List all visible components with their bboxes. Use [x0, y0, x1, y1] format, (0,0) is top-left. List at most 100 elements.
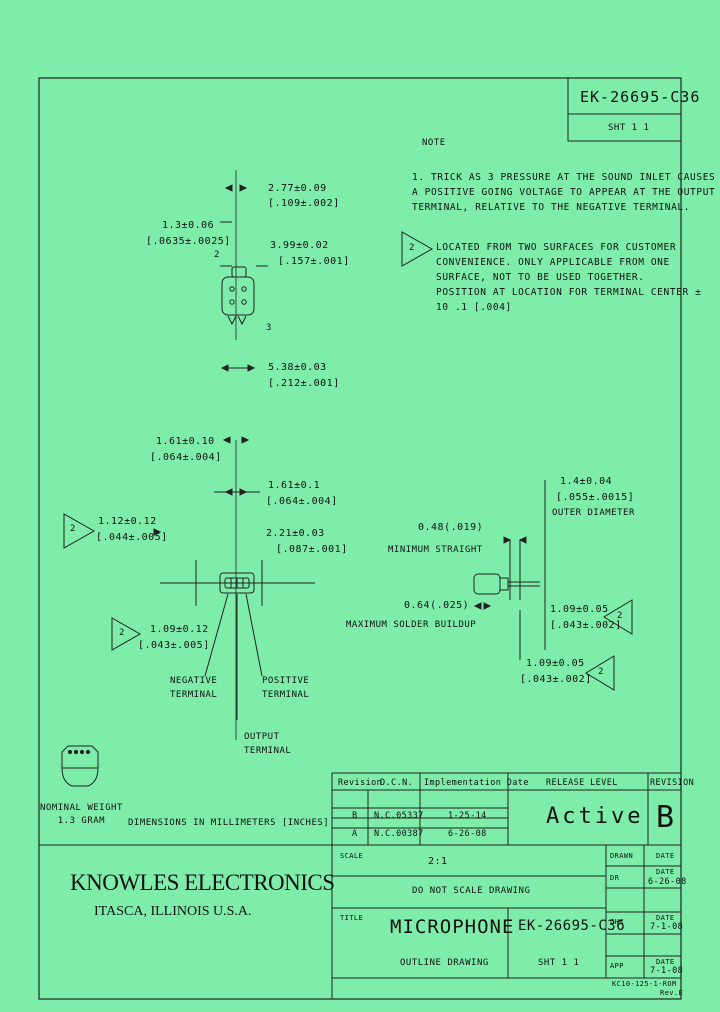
title-label: TITLE — [340, 914, 364, 922]
part-number: EK-26695-C36 — [518, 918, 626, 934]
sign-date: 6-26-08 — [648, 877, 687, 887]
side-marker-2: 2 — [598, 667, 604, 677]
rev-header-dcn: D.C.N. — [380, 778, 414, 788]
side-dim-d: 1.09±0.05 — [550, 604, 609, 615]
sign-role: CHK — [610, 918, 624, 926]
sheet-number: SHT 1 1 — [608, 123, 650, 133]
side-dim-c: 0.64(.025) — [404, 600, 470, 611]
top-dim-d: 5.38±0.03 — [268, 362, 327, 373]
label-line: POSITIVE — [262, 676, 310, 686]
drawing-title: MICROPHONE — [390, 916, 515, 938]
front-dim-c-in: [.044±.005] — [96, 532, 168, 543]
sign-date: 7-1-08 — [650, 966, 684, 976]
front-dim-d: 2.21±0.03 — [266, 528, 325, 539]
front-dim-e: 1.09±0.12 — [150, 624, 209, 635]
side-marker: 2 — [617, 611, 623, 621]
rev-row-b-date: 1-25-14 — [448, 811, 487, 821]
front-dim-b-in: [.064±.004] — [266, 496, 338, 507]
sign-date-label: DATE — [656, 852, 675, 860]
sign-date-label: DATE — [656, 868, 675, 876]
side-dim-b-note: MINIMUM STRAIGHT — [388, 545, 483, 555]
top-dim-a: 2.77±0.09 — [268, 183, 327, 194]
do-not-scale: DO NOT SCALE DRAWING — [412, 886, 531, 896]
front-dim-c: 1.12±0.12 — [98, 516, 157, 527]
side-dim-a: 1.4±0.04 — [560, 476, 613, 487]
front-marker-2: 2 — [119, 628, 125, 638]
note-2-line: 10 .1 [.004] — [436, 302, 512, 313]
scale-label: SCALE — [340, 852, 364, 860]
front-view — [153, 436, 315, 740]
side-dim-b: 0.48(.019) — [418, 522, 484, 533]
revision-label: REVISION — [650, 778, 695, 788]
top-dim-c: 3.99±0.02 — [270, 240, 329, 251]
note-1-line: 1. TRICK AS 3 PRESSURE AT THE SOUND INLE… — [412, 172, 716, 183]
front-marker: 2 — [70, 524, 76, 534]
front-dim-d-in: [.087±.001] — [276, 544, 348, 555]
sign-date-label: DATE — [656, 958, 675, 966]
note-2-line: POSITION AT LOCATION FOR TERMINAL CENTER… — [436, 287, 702, 298]
drawing-subtitle: OUTLINE DRAWING — [400, 958, 489, 968]
top-dim-a-in: [.109±.002] — [268, 198, 340, 209]
rev-row-b-dcn: N.C.05337 — [374, 811, 424, 821]
top-view — [220, 170, 268, 372]
weight-line: 1.3 GRAM — [57, 816, 106, 826]
sign-date: 7-1-08 — [650, 922, 684, 932]
top-ref-2: 2 — [214, 250, 220, 260]
top-ref-3: 3 — [266, 323, 272, 333]
revision-table-lines — [331, 772, 682, 846]
rev-header-date: Implementation Date — [424, 778, 529, 788]
company-location: ITASCA, ILLINOIS U.S.A. — [94, 904, 252, 919]
side-dim-a-note: OUTER DIAMETER — [552, 508, 635, 518]
title-sheet: SHT 1 1 — [538, 958, 580, 968]
note-markers — [63, 231, 633, 691]
front-dim-b: 1.61±0.1 — [268, 480, 321, 491]
top-dim-b-in: [.0635±.0025] — [146, 236, 231, 247]
footer-form-number: KC10-125-1-ROM — [612, 980, 677, 988]
side-dim-d-in: [.043±.002] — [550, 620, 622, 631]
drawing-number-box — [567, 77, 682, 142]
label-line: TERMINAL — [244, 746, 292, 756]
label-line: NEGATIVE — [170, 676, 218, 686]
label-line: TERMINAL — [170, 690, 218, 700]
rev-row-a-date: 6-26-08 — [448, 829, 487, 839]
front-dim-a: 1.61±0.10 — [156, 436, 215, 447]
top-dim-b: 1.3±0.06 — [162, 220, 215, 231]
rev-row-b-rev: B — [352, 811, 358, 821]
sign-date-label: DATE — [656, 914, 675, 922]
nominal-weight: NOMINAL WEIGHT 1.3 GRAM — [40, 802, 123, 828]
sign-role: DRAWN — [610, 852, 634, 860]
rev-row-a-dcn: N.C.00387 — [374, 829, 424, 839]
negative-terminal-label: NEGATIVE TERMINAL — [170, 674, 217, 702]
dimensions-note: DIMENSIONS IN MILLIMETERS [INCHES] — [128, 818, 330, 828]
notes-title: NOTE — [422, 138, 446, 148]
positive-terminal-label: POSITIVE TERMINAL — [262, 674, 309, 702]
front-dim-e-in: [.043±.005] — [138, 640, 210, 651]
weight-line: NOMINAL WEIGHT — [40, 803, 123, 813]
front-dim-a-in: [.064±.004] — [150, 452, 222, 463]
side-dim-a-in: [.055±.0015] — [556, 492, 635, 503]
note-1: 1. TRICK AS 3 PRESSURE AT THE SOUND INLE… — [412, 170, 715, 215]
note-2: LOCATED FROM TWO SURFACES FOR CUSTOMER C… — [436, 240, 701, 315]
note-1-line: A POSITIVE GOING VOLTAGE TO APPEAR AT TH… — [412, 187, 716, 198]
note-1-line: TERMINAL, RELATIVE TO THE NEGATIVE TERMI… — [412, 202, 691, 213]
label-line: OUTPUT — [244, 732, 280, 742]
top-dim-c-in: [.157±.001] — [278, 256, 350, 267]
footer-rev: Rev.E — [660, 989, 684, 997]
note-2-line: CONVENIENCE. ONLY APPLICABLE FROM ONE — [436, 257, 670, 268]
side-view — [473, 480, 546, 660]
revision-value: B — [656, 800, 675, 835]
rev-row-a-rev: A — [352, 829, 358, 839]
weight-pictogram — [61, 745, 99, 787]
rev-header-revision: Revision — [338, 778, 383, 788]
drawing-number: EK-26695-C36 — [580, 88, 701, 106]
company-name: KNOWLES ELECTRONICS — [70, 870, 335, 895]
output-terminal-label: OUTPUT TERMINAL — [244, 730, 291, 758]
note-2-line: SURFACE, NOT TO BE USED TOGETHER. — [436, 272, 645, 283]
release-level-value: Active — [546, 804, 644, 829]
note-2-marker: 2 — [409, 243, 415, 253]
top-dim-d-in: [.212±.001] — [268, 378, 340, 389]
sign-role: APP — [610, 962, 624, 970]
drawing-frame — [38, 77, 682, 1000]
label-line: TERMINAL — [262, 690, 310, 700]
